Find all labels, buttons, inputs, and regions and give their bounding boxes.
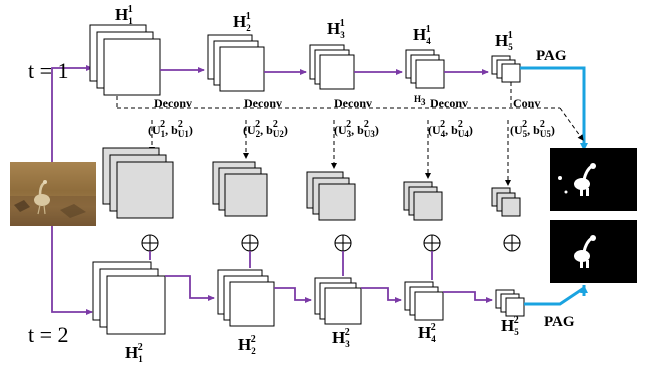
label-h2-t1: H21 — [233, 11, 251, 33]
stack-h3-t1 — [309, 44, 355, 90]
label-h5-t1: H51 — [495, 30, 513, 52]
input-image — [10, 162, 96, 226]
input-to-t1-arrow — [51, 65, 93, 162]
deconv-stack-2 — [212, 161, 268, 217]
stack-h4-t2 — [404, 281, 444, 321]
stack-h4-t1 — [405, 49, 445, 89]
input-to-t2-arrow — [51, 226, 93, 315]
plus-icon — [241, 234, 259, 252]
op-name-1: Deconv — [154, 96, 192, 110]
pag-top: PAG — [520, 48, 588, 151]
pag-top-label: PAG — [536, 48, 567, 64]
plus-icon — [423, 234, 441, 252]
label-h5-t2: H52 — [501, 315, 519, 337]
top-row-labels: H11 H21 H31 H41 H51 H3 t = 1 — [28, 4, 513, 107]
deconv-dashed-lines — [116, 82, 584, 186]
plus-icon — [334, 234, 352, 252]
plus-icon — [503, 234, 521, 252]
bottom-row-labels: H12 H22 H32 H42 H52 t = 2 — [28, 315, 519, 364]
pag-top-arrow — [520, 66, 588, 151]
deconv-stack-3 — [306, 171, 356, 221]
deconv-stack-5 — [491, 187, 521, 217]
pag-bottom-label: PAG — [544, 314, 575, 330]
row-label-t2: t = 2 — [28, 322, 69, 347]
deconv-stack-4 — [403, 181, 443, 221]
stack-h1-t2 — [92, 261, 166, 335]
row-label-t1: t = 1 — [28, 58, 69, 83]
label-h4-t2: H42 — [418, 322, 436, 344]
op-name-2: Deconv — [244, 96, 282, 110]
stack-h1-t1 — [89, 24, 161, 96]
plus-icon — [141, 234, 159, 252]
deconv-stacks — [102, 147, 521, 221]
top-row-stacks — [89, 24, 521, 96]
stack-h3-t2 — [314, 277, 362, 325]
label-h1-t2: H12 — [125, 342, 143, 364]
label-small-h3: H3 — [414, 94, 426, 107]
bottom-row-connectors — [149, 251, 493, 303]
stack-h5-t2 — [495, 289, 525, 317]
input-branch-lines — [51, 65, 93, 315]
output-map-top — [550, 148, 637, 211]
stack-h5-t1 — [491, 55, 521, 83]
stack-h2-t1 — [207, 34, 265, 92]
op-name-5: Conv — [513, 96, 540, 110]
label-h1-t1: H11 — [115, 4, 133, 26]
stack-h2-t2 — [217, 269, 275, 327]
label-h3-t1: H31 — [327, 18, 345, 40]
pag-bottom: PAG — [524, 285, 588, 330]
bird-figure — [34, 180, 50, 215]
label-h2-t2: H22 — [238, 334, 256, 356]
label-h4-t1: H41 — [413, 24, 431, 46]
output-map-bottom — [550, 220, 637, 283]
deconv-stack-1 — [102, 147, 174, 219]
label-h3-t2: H32 — [332, 327, 350, 349]
bottom-row-stacks — [92, 261, 525, 335]
op-name-4: Deconv — [430, 96, 468, 110]
sum-symbols — [141, 234, 521, 252]
op-name-3: Deconv — [334, 96, 372, 110]
top-row-connectors — [160, 67, 489, 75]
